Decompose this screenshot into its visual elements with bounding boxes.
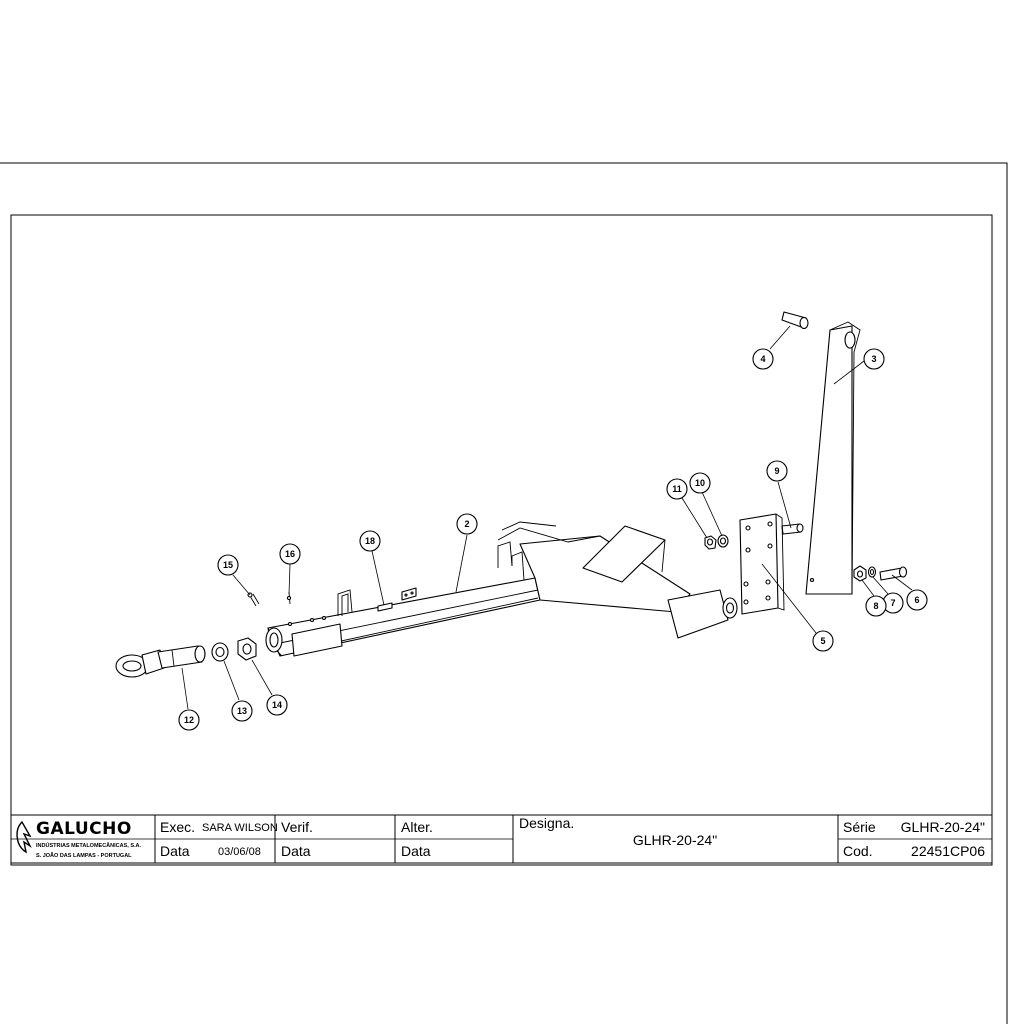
callouts: 2 3 4 5 6 7 8 xyxy=(178,325,928,731)
svg-text:12: 12 xyxy=(184,715,194,725)
callout-8: 8 xyxy=(861,579,887,617)
nut-part xyxy=(237,637,257,661)
pin-4-part xyxy=(781,311,809,330)
series-value: GLHR-20-24" xyxy=(901,819,985,835)
svg-text:9: 9 xyxy=(774,466,779,476)
svg-text:3: 3 xyxy=(871,354,876,364)
svg-text:7: 7 xyxy=(890,598,895,608)
bolt-9-part xyxy=(781,523,804,535)
sheet-border xyxy=(0,162,1008,1024)
exec-label: Exec. xyxy=(160,819,195,835)
svg-text:15: 15 xyxy=(223,560,233,570)
washer-10-part xyxy=(717,534,729,548)
svg-text:16: 16 xyxy=(285,549,295,559)
washer-part xyxy=(211,642,229,662)
code-value: 22451CP06 xyxy=(911,843,985,859)
callout-15: 15 xyxy=(217,554,251,596)
svg-text:2: 2 xyxy=(464,519,469,529)
bolt-6-part xyxy=(879,566,908,581)
callout-2: 2 xyxy=(455,513,478,593)
code-label: Cod. xyxy=(843,843,873,859)
svg-text:18: 18 xyxy=(365,536,375,546)
svg-text:4: 4 xyxy=(760,354,765,364)
callout-4: 4 xyxy=(752,325,791,370)
callout-14: 14 xyxy=(251,659,288,716)
designation-label: Designa. xyxy=(519,815,574,831)
svg-text:S. JOÃO DAS LAMPAS - PORTUGAL: S. JOÃO DAS LAMPAS - PORTUGAL xyxy=(36,852,132,859)
verif-label: Verif. xyxy=(281,819,313,835)
svg-text:5: 5 xyxy=(820,636,825,646)
callout-10: 10 xyxy=(689,472,723,537)
exec-value: SARA WILSON xyxy=(202,822,278,834)
company-logo: GALUCHO INDÚSTRIAS METALOMECÂNICAS, S.A.… xyxy=(16,819,141,859)
series-label: Série xyxy=(843,819,876,835)
svg-text:8: 8 xyxy=(873,601,878,611)
svg-text:10: 10 xyxy=(695,478,705,488)
callout-12: 12 xyxy=(178,667,200,731)
alter-date-label: Data xyxy=(401,843,431,859)
drawbar-frame-part xyxy=(265,521,738,657)
svg-text:INDÚSTRIAS METALOMECÂNICAS, S.: INDÚSTRIAS METALOMECÂNICAS, S.A. xyxy=(36,842,141,849)
svg-text:6: 6 xyxy=(914,595,919,605)
callout-11: 11 xyxy=(666,478,708,539)
callout-7: 7 xyxy=(872,576,904,614)
callout-5: 5 xyxy=(761,563,834,652)
date-label: Data xyxy=(160,843,190,859)
callout-3: 3 xyxy=(833,348,885,385)
svg-text:13: 13 xyxy=(237,706,247,716)
date-value: 03/06/08 xyxy=(218,846,261,858)
svg-text:11: 11 xyxy=(672,484,682,494)
title-block: GALUCHO INDÚSTRIAS METALOMECÂNICAS, S.A.… xyxy=(10,814,993,864)
designation-value: GLHR-20-24" xyxy=(633,832,717,848)
towing-eye-part xyxy=(115,645,206,678)
svg-text:14: 14 xyxy=(272,700,282,710)
plate-5-part xyxy=(739,513,785,615)
nut-11-part xyxy=(704,535,717,550)
callout-6: 6 xyxy=(891,574,928,611)
verif-date-label: Data xyxy=(281,843,311,859)
callout-18: 18 xyxy=(359,530,385,606)
callout-9: 9 xyxy=(766,460,792,529)
callout-13: 13 xyxy=(223,660,253,722)
arm-3-part xyxy=(805,321,861,595)
nut-8-part xyxy=(853,565,867,582)
alter-label: Alter. xyxy=(401,819,433,835)
callout-16: 16 xyxy=(279,543,301,595)
washer-7-part xyxy=(867,566,877,578)
svg-text:GALUCHO: GALUCHO xyxy=(36,819,132,839)
